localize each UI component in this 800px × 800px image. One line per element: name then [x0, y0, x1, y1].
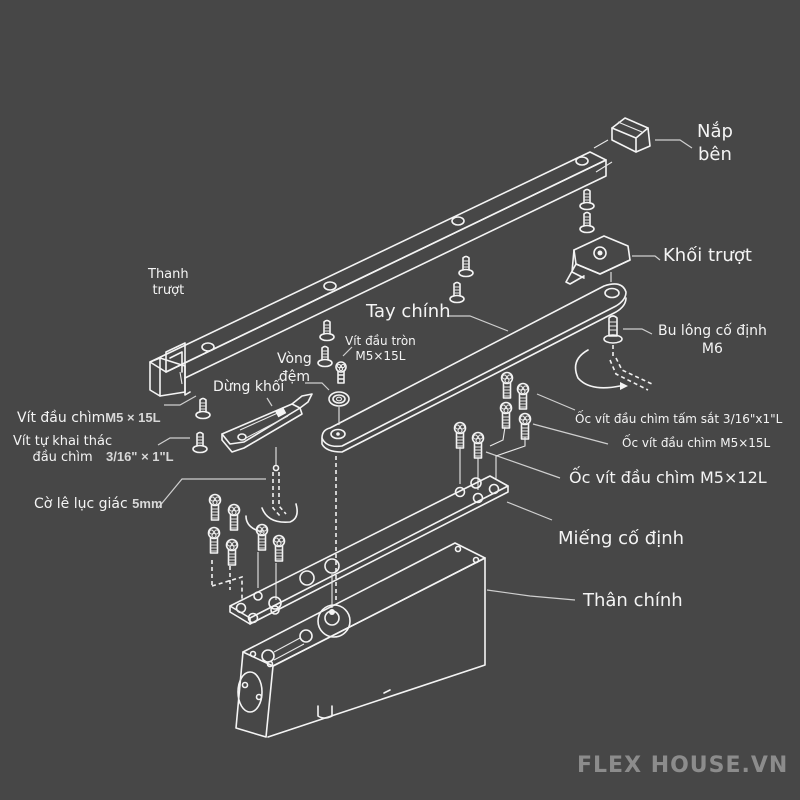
- label-main-arm: Tay chính: [366, 301, 451, 322]
- hex-key: [245, 447, 298, 533]
- label-self-tapping-screw-line2: đầu chìm: [32, 450, 93, 466]
- fixing-plate: [229, 475, 509, 625]
- label-slide-rail-line1: Thanh: [148, 267, 189, 282]
- label-self-tapping-screw-spec: 3/16" × 1"L: [106, 449, 174, 464]
- label-hex-key: Cờ lê lục giác 5mm: [34, 496, 163, 514]
- label-fixing-bolt-line1: Bu lông cố định: [658, 323, 767, 339]
- brand-watermark: FLEX HOUSE.VN: [577, 753, 789, 778]
- washer: [328, 391, 350, 407]
- label-block-stop: Dừng khối: [213, 379, 285, 395]
- label-round-head-screw: Vít đầu tròn M5×15L: [345, 334, 416, 364]
- label-side-cap-line1: Nắp: [697, 121, 733, 142]
- label-fixing-plate: Miếng cố định: [558, 528, 685, 549]
- main-body: [235, 542, 486, 738]
- label-side-cap-line2: bên: [698, 143, 732, 165]
- label-round-head-screw-line1: Vít đầu tròn: [345, 334, 416, 348]
- label-sheet-metal-screw: Ốc vít đầu chìm tấm sắt 3/16"x1"L: [575, 412, 783, 426]
- label-fixing-bolt: Bu lông cố định M6: [658, 323, 767, 358]
- label-side-cap: Nắp bên: [697, 121, 733, 166]
- side-cap-left: [149, 357, 186, 397]
- block-stop: [221, 393, 313, 453]
- main-arm: [321, 283, 627, 453]
- label-countersunk-m5x15: Ốc vít đầu chìm M5×15L: [622, 436, 771, 450]
- label-main-body: Thân chính: [583, 590, 683, 611]
- label-washer-line2: đệm: [278, 368, 310, 385]
- label-slide-rail: Thanh trượt: [148, 267, 189, 300]
- label-hex-key-name: Cờ lê lục giác: [34, 496, 128, 512]
- slide-block: [565, 235, 631, 285]
- label-washer: Vòng đệm: [277, 351, 312, 386]
- label-round-head-screw-line2: M5×15L: [355, 349, 406, 363]
- label-slide-block: Khối trượt: [663, 245, 752, 266]
- label-washer-line1: Vòng: [277, 351, 312, 367]
- label-countersunk-screw: Vít đầu chìmM5 × 15L: [17, 410, 161, 428]
- label-fixing-bolt-line2: M6: [701, 340, 723, 357]
- fixing-bolt: [574, 315, 653, 391]
- label-countersunk-screw-spec: M5 × 15L: [105, 410, 161, 425]
- label-hex-key-spec: 5mm: [132, 496, 163, 511]
- label-self-tapping-screw-line1: Vít tự khai thác: [13, 434, 113, 449]
- label-self-tapping-screw: Vít tự khai thác đầu chìm: [13, 434, 112, 467]
- label-countersunk-screw-name: Vít đầu chìm: [17, 410, 106, 426]
- label-countersunk-m5x12: Ốc vít đầu chìm M5×12L: [569, 468, 767, 487]
- side-cap-right: [593, 117, 651, 173]
- label-slide-rail-line2: trượt: [152, 283, 185, 299]
